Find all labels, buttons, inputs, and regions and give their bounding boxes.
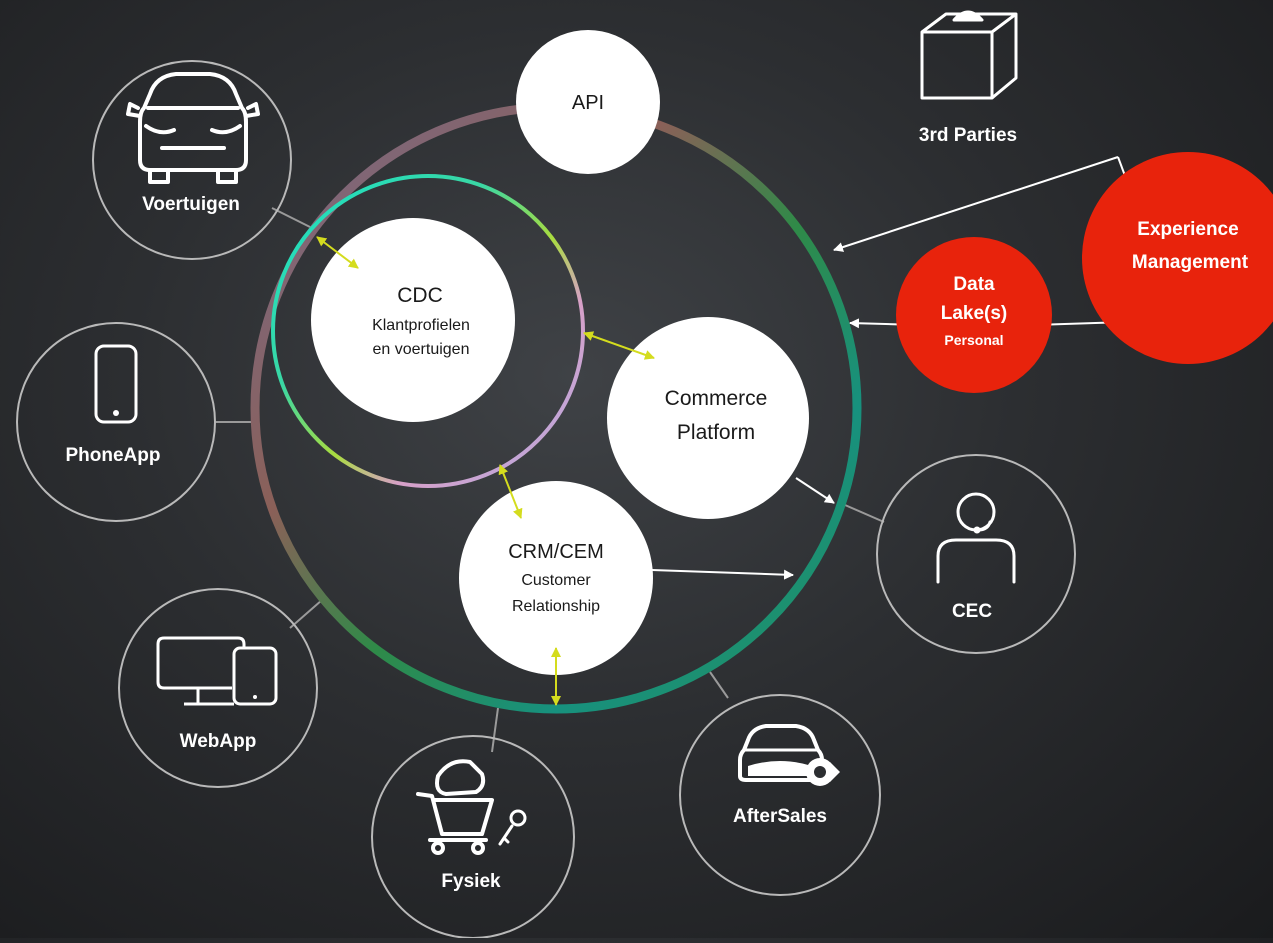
arrow-3rdparties-ring — [833, 156, 1119, 252]
crm-node[interactable]: CRM/CEM Customer Relationship — [459, 481, 653, 675]
cdc-line1: Klantprofielen — [372, 317, 470, 334]
data-lake-line2: Lake(s) — [941, 303, 1008, 324]
arrow-commerce-cec — [795, 477, 835, 504]
third-parties-label: 3rd Parties — [919, 125, 1017, 146]
service-car-icon — [738, 724, 840, 786]
car-front-icon — [126, 72, 260, 184]
voertuigen-node[interactable]: Voertuigen — [92, 60, 292, 260]
fysiek-label: Fysiek — [441, 871, 501, 892]
shopping-cart-key-icon — [416, 759, 527, 855]
api-node[interactable]: API — [516, 30, 660, 174]
crm-line1: Customer — [521, 572, 591, 589]
monitor-tablet-icon — [156, 636, 278, 706]
third-parties-node[interactable]: 3rd Parties — [919, 10, 1018, 146]
arrow-crm-cec — [651, 569, 794, 580]
experience-line2: Management — [1132, 252, 1249, 273]
crm-title: CRM/CEM — [508, 541, 604, 563]
experience-management-node[interactable]: Experience Management — [1082, 152, 1273, 364]
inner-ring — [271, 174, 585, 488]
commerce-line2: Platform — [677, 421, 755, 444]
aftersales-label: AfterSales — [733, 806, 827, 827]
aftersales-node[interactable]: AfterSales — [679, 694, 881, 896]
phoneapp-label: PhoneApp — [66, 445, 161, 466]
commerce-line1: Commerce — [665, 387, 768, 410]
crm-line2: Relationship — [512, 598, 600, 615]
ballot-box-icon — [920, 10, 1018, 100]
smartphone-icon — [94, 344, 138, 424]
cdc-line2: en voertuigen — [373, 341, 470, 358]
voertuigen-label: Voertuigen — [142, 194, 240, 215]
fysiek-node[interactable]: Fysiek — [371, 735, 575, 939]
commerce-platform-node[interactable]: Commerce Platform — [607, 317, 809, 519]
internal-arrows — [316, 236, 655, 706]
arrow-cdc-commerce — [583, 331, 655, 360]
cec-label: CEC — [952, 601, 992, 622]
api-label: API — [572, 92, 604, 114]
arrow-ring-cdc — [316, 236, 359, 269]
phoneapp-node[interactable]: PhoneApp — [16, 322, 216, 522]
data-lake-line1: Data — [953, 274, 995, 295]
cec-node[interactable]: CEC — [876, 454, 1076, 654]
data-lake-line3: Personal — [944, 332, 1003, 348]
experience-line1: Experience — [1137, 219, 1238, 240]
headset-person-icon — [936, 492, 1016, 584]
webapp-label: WebApp — [180, 731, 257, 752]
arrow-ring-crm — [498, 464, 523, 519]
data-lake-node[interactable]: Data Lake(s) Personal — [896, 237, 1052, 393]
webapp-node[interactable]: WebApp — [118, 588, 318, 788]
cdc-node[interactable]: CDC Klantprofielen en voertuigen — [311, 218, 515, 422]
cdc-title: CDC — [397, 284, 443, 307]
satellite-connectors — [216, 207, 885, 753]
